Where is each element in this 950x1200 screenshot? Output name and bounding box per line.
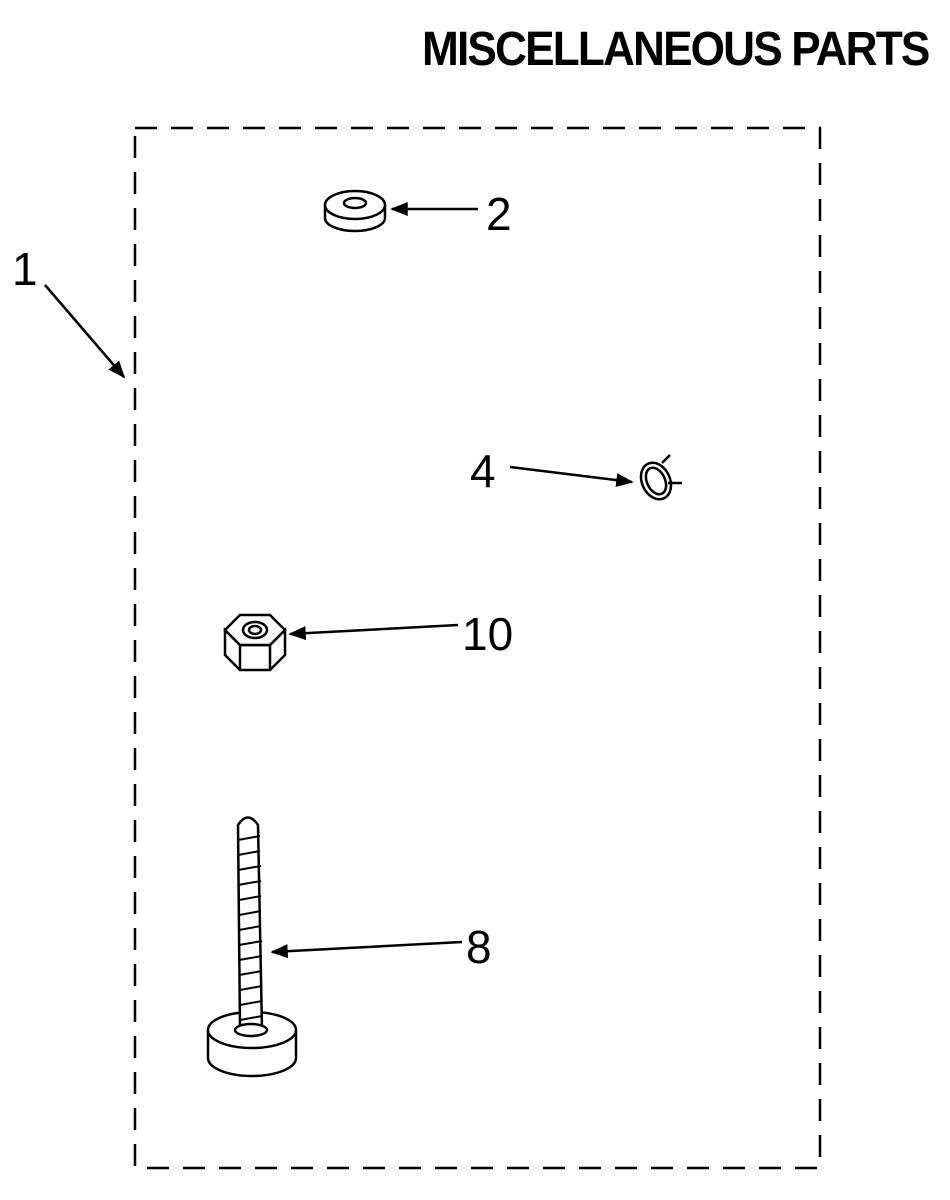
leveling-leg-icon — [206, 816, 298, 1078]
thread-lines — [237, 835, 263, 1021]
callout-2: 2 — [486, 188, 512, 240]
washer-icon — [323, 189, 387, 233]
callout-1-arrow — [44, 284, 126, 379]
clip-ring-icon — [639, 454, 682, 501]
hex-nut-icon — [223, 613, 287, 672]
callout-4: 4 — [470, 445, 496, 497]
callout-10-arrow — [288, 623, 459, 641]
callout-8: 8 — [466, 921, 492, 973]
kit-boundary — [133, 126, 822, 1170]
callout-4-arrow — [509, 465, 634, 488]
callout-1: 1 — [12, 243, 38, 295]
callout-8-arrow — [270, 940, 463, 959]
page-title: MISCELLANEOUS PARTS — [421, 23, 930, 76]
callout-10: 10 — [462, 608, 513, 660]
